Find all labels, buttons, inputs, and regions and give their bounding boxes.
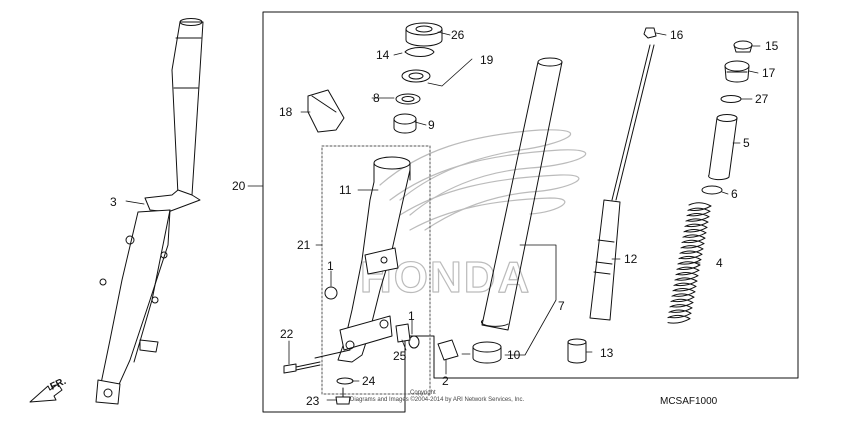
part-15-cap — [733, 40, 753, 53]
callout-16: 16 — [670, 28, 684, 42]
honda-wing-watermark — [379, 129, 587, 231]
copyright-line-1: Copyright — [410, 390, 436, 396]
front-direction-label: FR. — [49, 376, 68, 393]
callout-12: 12 — [624, 252, 638, 266]
assembly-frame-21 — [321, 145, 431, 395]
callout-17: 17 — [762, 66, 776, 80]
callout-1b: 1 — [408, 309, 415, 323]
callout-21: 21 — [297, 238, 311, 252]
part-13-piece — [567, 338, 587, 364]
callout-18: 18 — [279, 105, 293, 119]
callout-23: 23 — [306, 394, 320, 408]
callout-3: 3 — [110, 195, 117, 209]
part-2-collar — [437, 339, 459, 361]
callout-15: 15 — [765, 39, 779, 53]
callout-labels: 3 20 18 26 14 19 8 9 11 21 1 1 25 22 2 2… — [110, 28, 779, 408]
part-22-bolt — [283, 361, 321, 374]
callout-27: 27 — [755, 92, 769, 106]
callout-1a: 1 — [327, 259, 334, 273]
callout-13: 13 — [600, 346, 614, 360]
part-10-bushing — [472, 341, 502, 364]
part-16-nut — [643, 27, 657, 39]
copyright-line-2: Diagrams and Images ©2004-2014 by ARI Ne… — [350, 396, 525, 403]
callout-11: 11 — [339, 183, 352, 197]
callout-22: 22 — [280, 327, 294, 341]
part-25-spacer — [395, 323, 411, 343]
callout-20: 20 — [232, 179, 246, 193]
callout-8: 8 — [373, 91, 380, 105]
part-6-spring-seat — [701, 185, 723, 195]
part-24-washer — [336, 377, 354, 385]
callout-6: 6 — [731, 187, 738, 201]
callout-10: 10 — [507, 348, 521, 362]
callout-26: 26 — [451, 28, 465, 42]
callout-9: 9 — [428, 118, 435, 132]
callout-19: 19 — [480, 53, 494, 67]
part-18-cover — [307, 89, 345, 133]
leader-lines — [125, 31, 761, 401]
callout-24: 24 — [362, 374, 376, 388]
part-7-fork-pipe — [480, 57, 563, 331]
callout-4: 4 — [716, 256, 723, 270]
callout-5: 5 — [743, 136, 750, 150]
part-1-washer-a — [324, 286, 338, 300]
part-21-bottom-case — [314, 156, 411, 363]
diagram-code: MCSAF1000 — [660, 396, 718, 407]
part-5-spacer-tube — [708, 114, 738, 181]
assembly-frame-20 — [262, 11, 799, 413]
part-23-bolt — [335, 387, 351, 405]
part-12-damper-rod — [589, 44, 655, 321]
callout-14: 14 — [376, 48, 390, 62]
part-1-washer-b — [408, 335, 420, 349]
spring-coils — [667, 202, 712, 324]
front-direction-arrow — [29, 383, 63, 403]
part-4-fork-spring — [667, 202, 712, 324]
callout-7: 7 — [558, 299, 565, 313]
part-17-fork-bolt — [724, 60, 750, 83]
top-seal-stack — [393, 22, 443, 134]
part-27-o-ring — [720, 95, 742, 103]
fork-assembly-left — [95, 18, 204, 405]
callout-2: 2 — [442, 374, 449, 388]
callout-25: 25 — [393, 349, 407, 363]
